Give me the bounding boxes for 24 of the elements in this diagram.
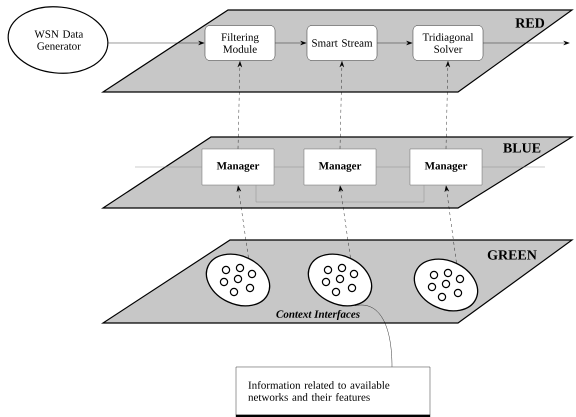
dashed-arrow <box>238 61 242 149</box>
arrow <box>275 40 306 46</box>
connector-line <box>482 166 546 168</box>
manager-box: Manager <box>304 148 376 186</box>
process-box: Filtering Module <box>204 25 276 61</box>
dashed-arrow <box>444 186 457 263</box>
process-box: Tridiagonal Solver <box>412 25 484 61</box>
arrow <box>377 40 412 46</box>
connector-line <box>256 185 424 202</box>
manager-box: Manager <box>410 148 482 186</box>
network-cloud <box>308 254 372 306</box>
dashed-arrow <box>236 186 249 258</box>
process-box: Smart Stream <box>306 25 378 61</box>
manager-box: Manager <box>202 148 274 186</box>
network-cloud <box>206 254 270 306</box>
dashed-arrow <box>446 61 450 149</box>
connector-line <box>134 166 202 168</box>
note-box: Information related to available networks and their features <box>236 366 430 417</box>
dashed-arrow <box>338 186 351 258</box>
network-cloud <box>414 258 478 312</box>
arrow <box>108 40 204 46</box>
leader-line <box>354 304 392 367</box>
arrow <box>483 40 570 46</box>
dashed-arrow <box>340 61 344 149</box>
